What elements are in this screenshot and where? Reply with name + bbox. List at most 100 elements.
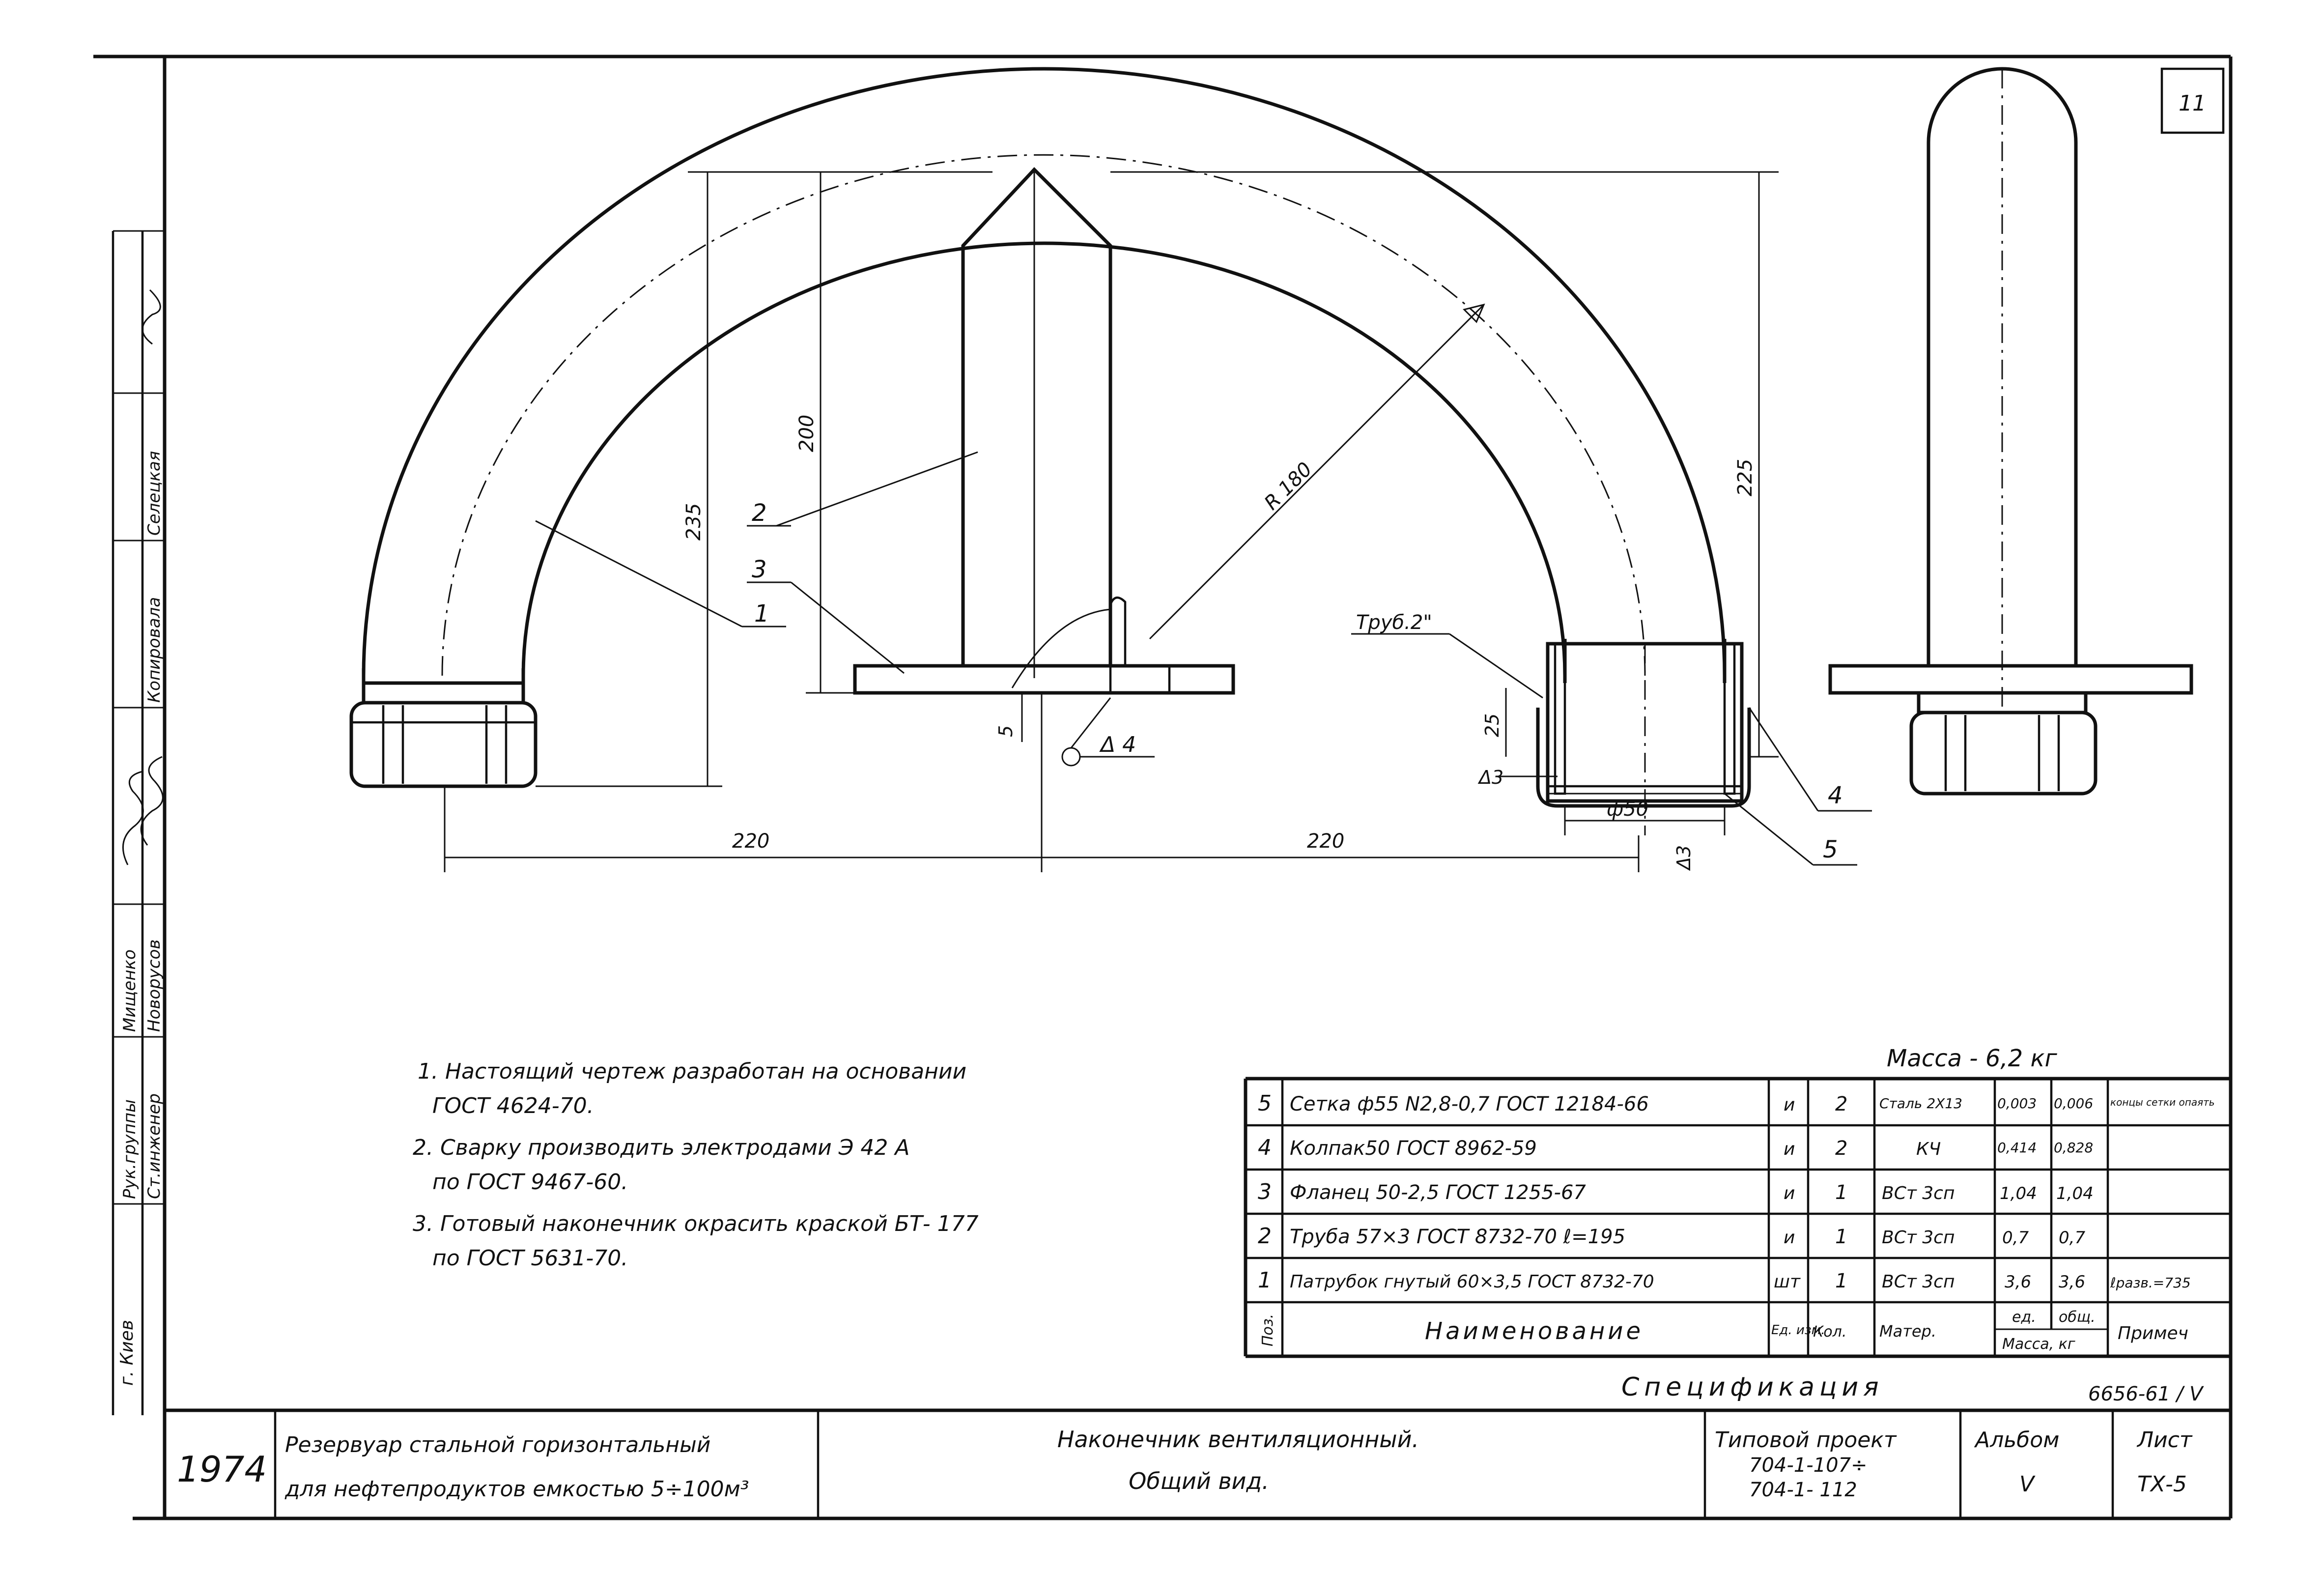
object-line-2: для нефтепродуктов емкостью 5÷100м³ [284, 1477, 749, 1502]
spec-mass-total: 0,7 [2059, 1228, 2085, 1248]
mass-label: Масса - 6,2 кг [1887, 1045, 2057, 1072]
weld-mark-3-left: Δ3 [1477, 767, 1503, 788]
dim-200: 200 [795, 415, 818, 452]
spec-pos: 4 [1258, 1135, 1272, 1160]
year: 1974 [177, 1449, 267, 1490]
spec-mass-total: 0,828 [2054, 1140, 2093, 1156]
front-view [349, 67, 1751, 835]
title-block: 1974 Резервуар стальной горизонтальный д… [165, 1408, 2231, 1518]
signature-1 [140, 756, 164, 846]
spec-qty: 2 [1835, 1137, 1847, 1160]
spec-material: ВСт 3сп [1882, 1183, 1955, 1203]
dim-235: 235 [682, 503, 705, 541]
album-label: Альбом [1974, 1428, 2059, 1453]
stamp-name-engineer: Новорусов [144, 940, 164, 1032]
notes: 1. Настоящий чертеж разработан на основа… [413, 1059, 979, 1271]
spec-unit: шт [1774, 1272, 1801, 1292]
title-line-1: Наконечник вентиляционный. [1057, 1426, 1419, 1453]
project-line-3: 704-1- 112 [1749, 1479, 1857, 1501]
spec-pos: 2 [1258, 1224, 1272, 1249]
callout-4: 4 [1828, 782, 1843, 809]
spec-mass-unit: 0,003 [1997, 1095, 2037, 1112]
spec-name: Труба 57×3 ГОСТ 8732-70 ℓ=195 [1290, 1226, 1625, 1248]
stamp-label-head: Рук.группы [120, 1099, 140, 1199]
spec-header-unit: Ед. изм. [1771, 1323, 1825, 1338]
doc-code: 6656-61 / V [2088, 1383, 2204, 1405]
spec-header-mass-kg: Масса, кг [2002, 1336, 2075, 1353]
dim-r180: R 180 [1260, 458, 1317, 514]
spec-name: Фланец 50-2,5 ГОСТ 1255-67 [1290, 1181, 1586, 1204]
callout-5: 5 [1823, 836, 1838, 863]
flange [853, 664, 1235, 695]
spec-unit: и [1784, 1139, 1795, 1159]
spec-note: концы сетки опаять [2110, 1096, 2215, 1108]
signature-2 [122, 771, 144, 865]
side-flange [1828, 664, 2193, 695]
spec-material: КЧ [1916, 1139, 1941, 1159]
spec-mass-unit: 0,414 [1997, 1140, 2037, 1156]
stamp-name-copyist: Селецкая [144, 451, 164, 536]
sheet-frame: 11 [93, 55, 2233, 1520]
spec-material: ВСт 3сп [1882, 1228, 1955, 1248]
side-cap [1909, 711, 2097, 796]
dim-25: 25 [1481, 714, 1503, 737]
spec-qty: 1 [1835, 1270, 1847, 1292]
project-line-2: 704-1-107÷ [1749, 1454, 1868, 1477]
note-line-2: ГОСТ 4624-70. [432, 1093, 594, 1118]
dim-220-left: 220 [732, 830, 769, 853]
right-cap-section [1536, 708, 1751, 808]
spec-mass-total: 0,006 [2054, 1095, 2093, 1112]
spec-row: 1 Патрубок гнутый 60×3,5 ГОСТ 8732-70 шт… [1258, 1268, 2191, 1293]
spec-name: Колпак50 ГОСТ 8962-59 [1290, 1137, 1537, 1160]
sheet-value: ТХ-5 [2137, 1472, 2187, 1497]
callout-1: 1 [754, 600, 769, 628]
callout-2: 2 [752, 499, 767, 527]
spec-mass-unit: 0,7 [2002, 1228, 2029, 1248]
spec-row: 5 Сетка ф55 N2,8-0,7 ГОСТ 12184-66 и 2 С… [1258, 1091, 2215, 1116]
spec-qty: 1 [1835, 1226, 1847, 1248]
weld-mark-4: Δ 4 [1099, 732, 1136, 757]
spec-mass-unit: 1,04 [2000, 1184, 2037, 1203]
stamp-name-head: Мищенко [120, 949, 140, 1032]
dim-5: 5 [995, 725, 1017, 737]
stamp-city: г. Киев [117, 1320, 137, 1386]
spec-mass-total: 1,04 [2056, 1184, 2094, 1203]
spec-pos: 3 [1258, 1179, 1272, 1204]
weld-mark-3-bottom: Δ3 [1673, 845, 1695, 871]
spec-qty: 2 [1835, 1093, 1847, 1115]
spec-header-mass-total: общ. [2059, 1309, 2096, 1326]
spec-caption: Спецификация [1621, 1372, 1884, 1402]
title-line-2: Общий вид. [1129, 1468, 1269, 1494]
note-line-3: 2. Сварку производить электродами Э 42 А [413, 1135, 909, 1160]
sheet-number: 11 [2179, 91, 2206, 116]
left-cap [349, 701, 538, 788]
spec-material: ВСт 3сп [1882, 1272, 1955, 1292]
note-line-6: по ГОСТ 5631-70. [432, 1246, 628, 1271]
bent-pipe-midline [441, 154, 1646, 676]
dim-225: 225 [1734, 459, 1757, 496]
spec-row: 2 Труба 57×3 ГОСТ 8732-70 ℓ=195 и 1 ВСт … [1258, 1224, 2085, 1249]
callout-pipe-size: Труб.2" [1356, 611, 1432, 634]
spec-pos: 5 [1258, 1091, 1272, 1116]
spec-material: Сталь 2Х13 [1879, 1095, 1962, 1112]
object-line-1: Резервуар стальной горизонтальный [285, 1432, 710, 1457]
spec-unit: и [1784, 1183, 1795, 1203]
spec-name: Сетка ф55 N2,8-0,7 ГОСТ 12184-66 [1290, 1093, 1649, 1115]
spec-table: Масса - 6,2 кг 5 Сетка ф55 N2,8-0,7 ГОСТ… [1244, 1045, 2231, 1405]
stamp-label-copied: Копировала [144, 597, 164, 703]
side-view [1828, 67, 2193, 796]
spec-name: Патрубок гнутый 60×3,5 ГОСТ 8732-70 [1290, 1272, 1654, 1292]
note-line-1: 1. Настоящий чертеж разработан на основа… [418, 1059, 966, 1084]
callouts: 1 2 3 4 5 Труб.2" [535, 451, 1872, 866]
left-coupling-ring [362, 681, 525, 705]
sheet-label: Лист [2136, 1428, 2193, 1453]
bent-pipe-inner [521, 241, 1567, 676]
spec-header-note: Примеч [2118, 1323, 2188, 1343]
left-stamp: Рук.группы Ст.инженер Копировала Селецка… [112, 230, 165, 1415]
spec-header-mass-unit: ед. [2012, 1309, 2036, 1326]
spec-pos: 1 [1258, 1268, 1272, 1293]
spec-header-pos: Поз. [1259, 1314, 1276, 1346]
spec-row: 4 Колпак50 ГОСТ 8962-59 и 2 КЧ 0,414 0,8… [1258, 1135, 2093, 1160]
spec-header-name: Наименование [1425, 1317, 1644, 1345]
